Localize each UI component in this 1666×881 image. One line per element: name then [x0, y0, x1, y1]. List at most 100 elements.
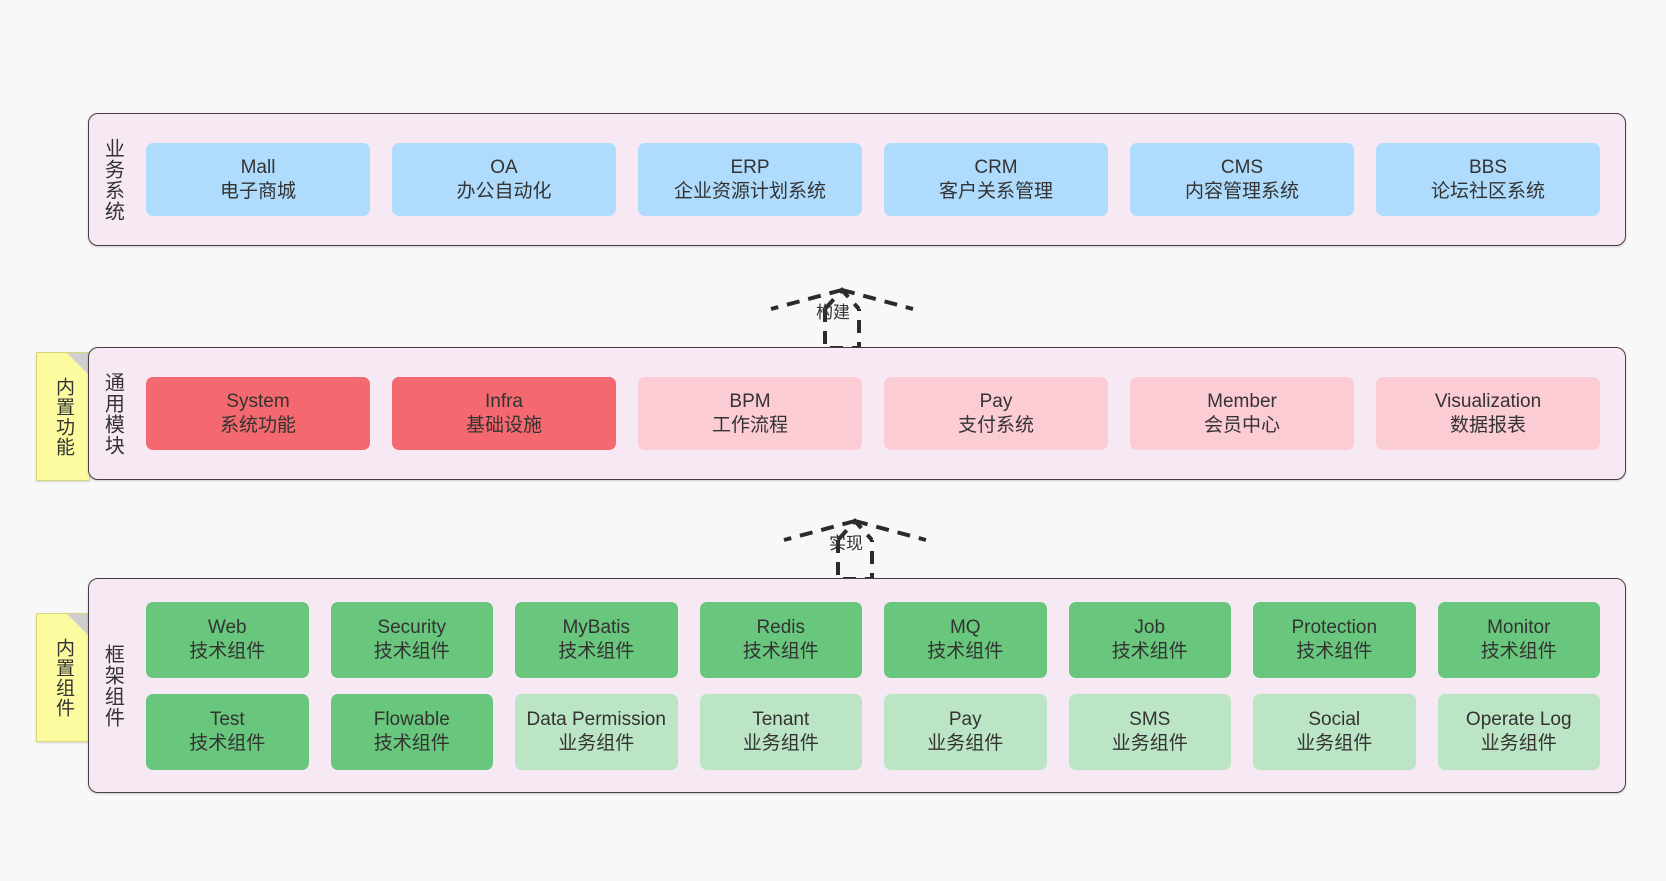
- layer-body-framework-components: Web 技术组件 Security 技术组件 MyBatis 技术组件 Redi…: [135, 579, 1625, 792]
- card-subtitle: 办公自动化: [456, 180, 552, 202]
- card-title: Protection: [1291, 616, 1378, 638]
- card-title: Monitor: [1487, 616, 1551, 638]
- card-subtitle: 系统功能: [219, 414, 296, 436]
- card-row: Test 技术组件 Flowable 技术组件 Data Permission …: [135, 693, 1611, 770]
- card-subtitle: 技术组件: [189, 732, 266, 754]
- card-title: SMS: [1129, 708, 1171, 730]
- card-title: ERP: [730, 156, 770, 178]
- card-title: Social: [1308, 708, 1361, 730]
- card-subtitle: 业务组件: [927, 732, 1004, 754]
- card-subtitle: 业务组件: [742, 732, 819, 754]
- layer-framework-components: 框架组件 Web 技术组件 Security 技术组件 MyBatis 技术组件…: [88, 578, 1626, 793]
- card-row: Web 技术组件 Security 技术组件 MyBatis 技术组件 Redi…: [135, 601, 1611, 678]
- card-web[interactable]: Web 技术组件: [146, 601, 309, 678]
- card-redis[interactable]: Redis 技术组件: [699, 601, 862, 678]
- card-subtitle: 内容管理系统: [1184, 180, 1299, 202]
- card-row: Mall 电子商城 OA 办公自动化 ERP 企业资源计划系统 CRM 客户关系…: [135, 143, 1611, 216]
- card-subtitle: 电子商城: [219, 180, 296, 202]
- card-system[interactable]: System 系统功能: [146, 377, 370, 450]
- card-subtitle: 技术组件: [558, 640, 635, 662]
- card-operate-log[interactable]: Operate Log 业务组件: [1437, 693, 1600, 770]
- card-subtitle: 技术组件: [1296, 640, 1373, 662]
- layer-body-business-systems: Mall 电子商城 OA 办公自动化 ERP 企业资源计划系统 CRM 客户关系…: [135, 114, 1625, 245]
- card-job[interactable]: Job 技术组件: [1068, 601, 1231, 678]
- layer-body-common-modules: System 系统功能 Infra 基础设施 BPM 工作流程 Pay 支付系统…: [135, 348, 1625, 479]
- card-data-permission[interactable]: Data Permission 业务组件: [515, 693, 678, 770]
- card-pay[interactable]: Pay 支付系统: [884, 377, 1108, 450]
- card-title: Mall: [240, 156, 276, 178]
- sticky-note-builtin-features: 内置功能: [36, 352, 90, 481]
- card-title: MyBatis: [562, 616, 631, 638]
- sticky-note-label: 内置功能: [53, 376, 75, 457]
- card-subtitle: 客户关系管理: [938, 180, 1053, 202]
- card-title: BBS: [1468, 156, 1508, 178]
- card-title: CRM: [974, 156, 1018, 178]
- card-subtitle: 技术组件: [1111, 640, 1188, 662]
- card-title: Tenant: [752, 708, 810, 730]
- card-crm[interactable]: CRM 客户关系管理: [884, 143, 1108, 216]
- layer-title-framework-components: 框架组件: [101, 643, 124, 728]
- card-subtitle: 技术组件: [373, 732, 450, 754]
- card-subtitle: 技术组件: [1480, 640, 1557, 662]
- card-subtitle: 基础设施: [465, 414, 542, 436]
- card-subtitle: 论坛社区系统: [1430, 180, 1545, 202]
- sticky-note-label: 内置组件: [53, 637, 75, 718]
- card-subtitle: 技术组件: [189, 640, 266, 662]
- card-mq[interactable]: MQ 技术组件: [884, 601, 1047, 678]
- card-subtitle: 工作流程: [711, 414, 788, 436]
- card-mall[interactable]: Mall 电子商城: [146, 143, 370, 216]
- card-mybatis[interactable]: MyBatis 技术组件: [515, 601, 678, 678]
- card-title: Pay: [979, 390, 1013, 412]
- card-title: Web: [207, 616, 247, 638]
- card-pay-business[interactable]: Pay 业务组件: [884, 693, 1047, 770]
- card-row: System 系统功能 Infra 基础设施 BPM 工作流程 Pay 支付系统…: [135, 377, 1611, 450]
- card-title: Data Permission: [526, 708, 666, 730]
- card-title: Operate Log: [1465, 708, 1572, 730]
- connector-implement: 实现: [770, 487, 940, 583]
- card-title: Redis: [756, 616, 806, 638]
- layer-business-systems: 业务系统 Mall 电子商城 OA 办公自动化 ERP 企业资源计划系统 CRM…: [88, 113, 1626, 246]
- card-subtitle: 业务组件: [1480, 732, 1557, 754]
- card-visualization[interactable]: Visualization 数据报表: [1376, 377, 1600, 450]
- card-title: Member: [1207, 390, 1277, 412]
- card-infra[interactable]: Infra 基础设施: [392, 377, 616, 450]
- card-bpm[interactable]: BPM 工作流程: [638, 377, 862, 450]
- card-subtitle: 企业资源计划系统: [673, 180, 826, 202]
- card-tenant[interactable]: Tenant 业务组件: [699, 693, 862, 770]
- card-subtitle: 业务组件: [1296, 732, 1373, 754]
- card-subtitle: 技术组件: [373, 640, 450, 662]
- card-title: BPM: [729, 390, 771, 412]
- card-member[interactable]: Member 会员中心: [1130, 377, 1354, 450]
- connector-build: 构建: [757, 256, 927, 352]
- card-subtitle: 业务组件: [1111, 732, 1188, 754]
- card-subtitle: 技术组件: [927, 640, 1004, 662]
- card-oa[interactable]: OA 办公自动化: [392, 143, 616, 216]
- card-subtitle: 会员中心: [1203, 414, 1280, 436]
- note-fold-icon: [67, 614, 89, 636]
- card-protection[interactable]: Protection 技术组件: [1253, 601, 1416, 678]
- card-subtitle: 支付系统: [957, 414, 1034, 436]
- card-erp[interactable]: ERP 企业资源计划系统: [638, 143, 862, 216]
- card-cms[interactable]: CMS 内容管理系统: [1130, 143, 1354, 216]
- card-subtitle: 业务组件: [558, 732, 635, 754]
- card-monitor[interactable]: Monitor 技术组件: [1437, 601, 1600, 678]
- card-title: System: [226, 390, 290, 412]
- card-subtitle: 技术组件: [742, 640, 819, 662]
- card-title: Test: [209, 708, 245, 730]
- card-bbs[interactable]: BBS 论坛社区系统: [1376, 143, 1600, 216]
- card-social[interactable]: Social 业务组件: [1253, 693, 1416, 770]
- card-sms[interactable]: SMS 业务组件: [1068, 693, 1231, 770]
- card-title: Security: [377, 616, 447, 638]
- connector-label: 构建: [816, 303, 850, 322]
- card-test[interactable]: Test 技术组件: [146, 693, 309, 770]
- sticky-note-builtin-components: 内置组件: [36, 613, 90, 742]
- card-title: Flowable: [373, 708, 450, 730]
- layer-title-business-systems: 业务系统: [101, 137, 124, 222]
- card-flowable[interactable]: Flowable 技术组件: [330, 693, 493, 770]
- card-security[interactable]: Security 技术组件: [330, 601, 493, 678]
- layer-title-common-modules: 通用模块: [101, 371, 124, 456]
- card-title: Pay: [948, 708, 982, 730]
- layer-common-modules: 通用模块 System 系统功能 Infra 基础设施 BPM 工作流程 Pay…: [88, 347, 1626, 480]
- card-title: Infra: [484, 390, 524, 412]
